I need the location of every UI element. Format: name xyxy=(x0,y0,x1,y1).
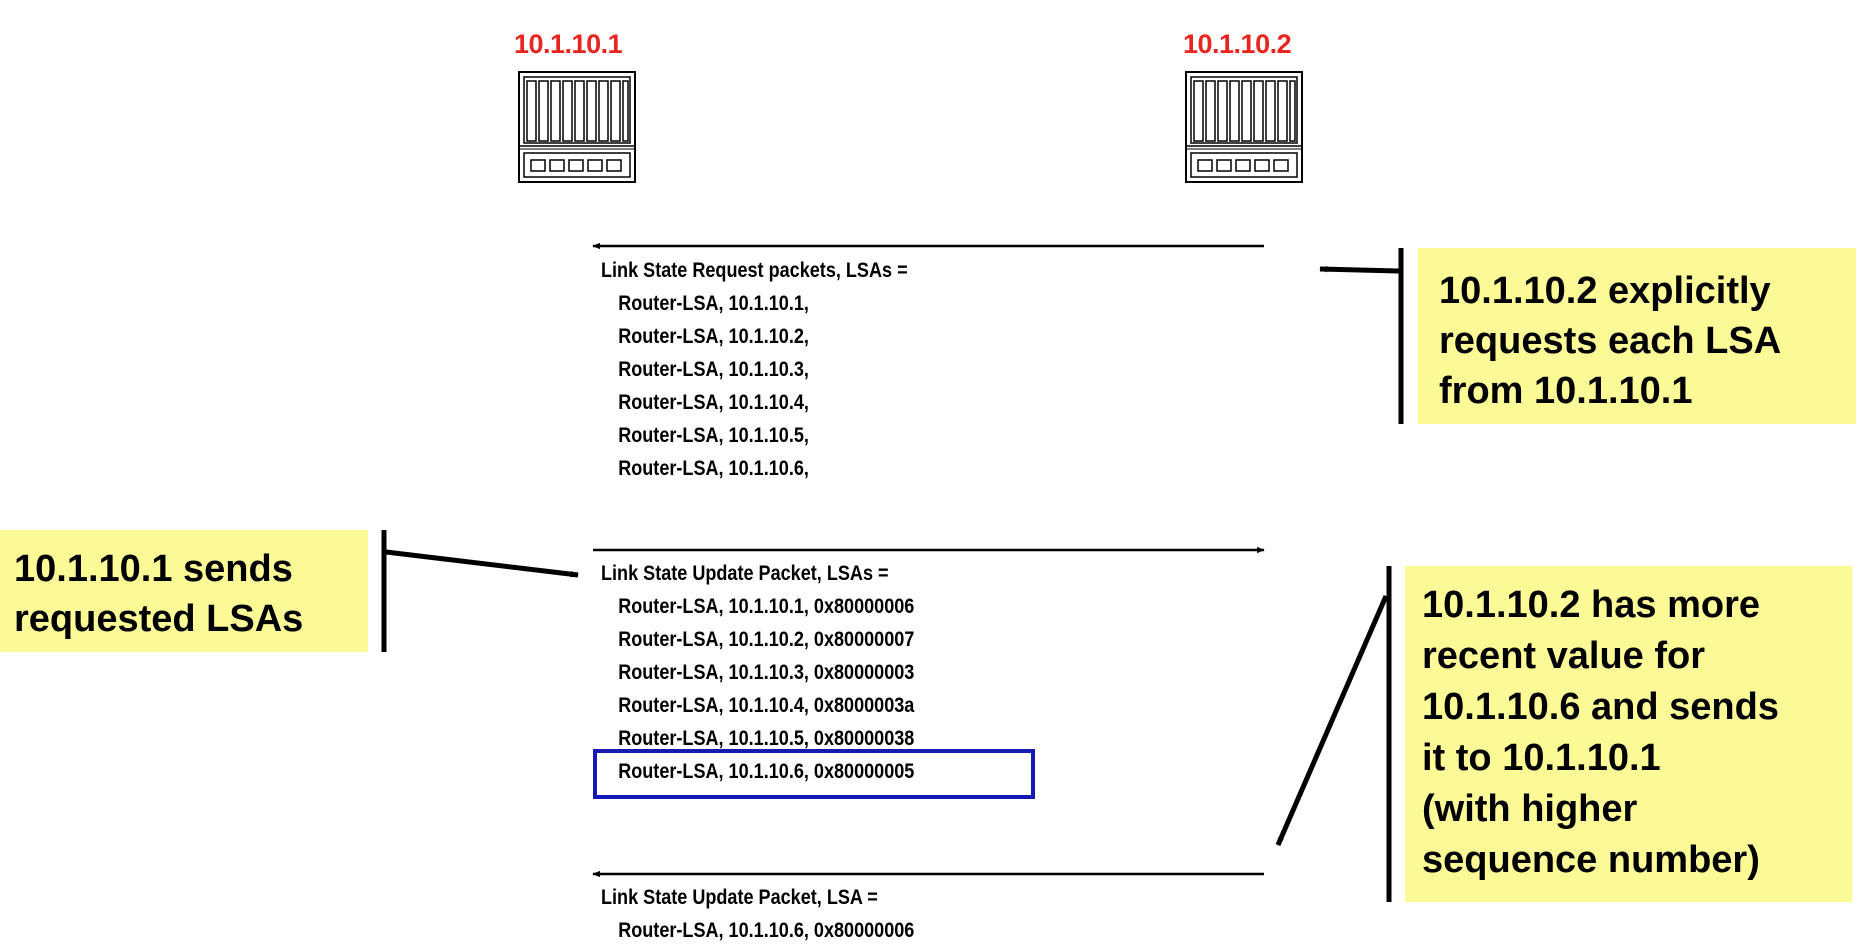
callout-line: sequence number) xyxy=(1422,839,1760,881)
update-lsa-item: Router-LSA, 10.1.10.2, 0x80000007 xyxy=(618,628,915,651)
callout-line: from 10.1.10.1 xyxy=(1439,370,1693,412)
request-note-pointer xyxy=(1319,265,1401,274)
callout-line: 10.1.10.2 has more xyxy=(1422,584,1760,626)
router-icon-left xyxy=(518,71,636,183)
router-label-left: 10.1.10.1 xyxy=(514,29,623,59)
highlight-box xyxy=(593,749,1035,799)
recent-note-pointer xyxy=(1275,595,1389,846)
sends-note-callout: 10.1.10.1 sends requested LSAs xyxy=(0,530,368,652)
reply-lsa-item: Router-LSA, 10.1.10.6, 0x80000006 xyxy=(618,919,915,942)
reply-packet-header: Link State Update Packet, LSA = xyxy=(601,886,878,909)
request-lsa-item: Router-LSA, 10.1.10.6, xyxy=(618,457,809,480)
request-packet-text: Link State Request packets, LSAs = Route… xyxy=(601,254,908,485)
router-label-right: 10.1.10.2 xyxy=(1183,29,1292,59)
callout-line: (with higher xyxy=(1422,788,1638,830)
callout-line: 10.1.10.2 explicitly xyxy=(1439,270,1771,312)
router-icon-right xyxy=(1185,71,1303,183)
update-packet-header: Link State Update Packet, LSAs = xyxy=(601,562,889,585)
update-lsa-item: Router-LSA, 10.1.10.5, 0x80000038 xyxy=(618,727,915,750)
update-lsa-item: Router-LSA, 10.1.10.1, 0x80000006 xyxy=(618,595,915,618)
request-lsa-item: Router-LSA, 10.1.10.1, xyxy=(618,292,809,315)
update-packet-text: Link State Update Packet, LSAs = Router-… xyxy=(601,557,914,788)
request-lsa-item: Router-LSA, 10.1.10.5, xyxy=(618,424,809,447)
update-lsa-item: Router-LSA, 10.1.10.4, 0x8000003a xyxy=(618,694,915,717)
request-lsa-item: Router-LSA, 10.1.10.4, xyxy=(618,391,809,414)
callout-line: recent value for xyxy=(1422,635,1705,677)
reply-packet-text: Link State Update Packet, LSA = Router-L… xyxy=(601,881,914,947)
sends-note-pointer xyxy=(385,549,579,578)
request-lsa-item: Router-LSA, 10.1.10.3, xyxy=(618,358,809,381)
callout-line: requested LSAs xyxy=(14,598,304,640)
update-lsa-item: Router-LSA, 10.1.10.6, 0x80000005 xyxy=(618,760,915,783)
update-lsa-item: Router-LSA, 10.1.10.3, 0x80000003 xyxy=(618,661,915,684)
callout-line: 10.1.10.1 sends xyxy=(14,548,293,590)
callout-line: it to 10.1.10.1 xyxy=(1422,737,1661,779)
request-lsa-item: Router-LSA, 10.1.10.2, xyxy=(618,325,809,348)
callout-line: requests each LSA xyxy=(1439,320,1782,362)
request-packet-header: Link State Request packets, LSAs = xyxy=(601,259,908,282)
callout-line: 10.1.10.6 and sends xyxy=(1422,686,1779,728)
recent-note-callout: 10.1.10.2 has more recent value for 10.1… xyxy=(1405,566,1852,902)
request-note-callout: 10.1.10.2 explicitly requests each LSA f… xyxy=(1418,248,1856,424)
